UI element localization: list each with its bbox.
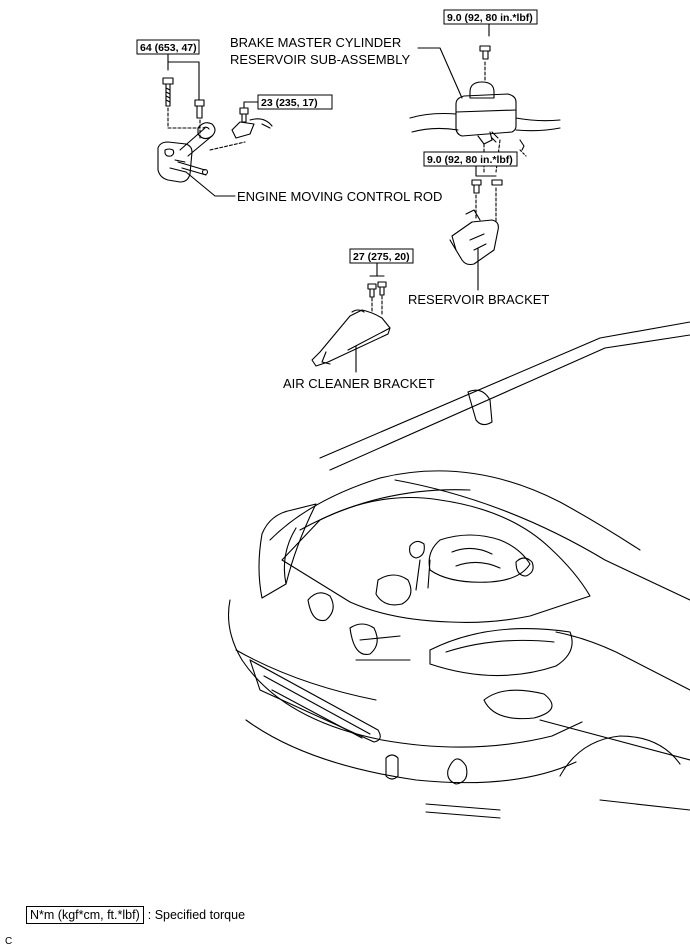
torque-box-rod-bolt: 64 (653, 47) (136, 39, 200, 55)
torque-value-reservoir-bracket: 9.0 (92, 80 in.*lbf) (427, 154, 513, 166)
legend-text: : Specified torque (147, 908, 246, 922)
brake-reservoir-label-line2: RESERVOIR SUB-ASSEMBLY (230, 52, 410, 67)
engine-moving-control-rod-part (157, 53, 273, 197)
torque-legend: N*m (kgf*cm, ft.*lbf) : Specified torque (26, 904, 245, 926)
vehicle-outline (227, 321, 690, 819)
brake-reservoir-label-line1: BRAKE MASTER CYLINDER (230, 35, 401, 50)
reservoir-bracket-label: RESERVOIR BRACKET (408, 292, 549, 307)
brake-reservoir-part (409, 23, 561, 173)
engine-moving-control-rod-label: ENGINE MOVING CONTROL ROD (237, 189, 442, 204)
torque-box-rod-small: 23 (235, 17) (257, 94, 333, 110)
torque-value-rod-small: 23 (235, 17) (261, 97, 318, 109)
air-cleaner-bracket-part (311, 262, 391, 373)
torque-box-reservoir-top: 9.0 (92, 80 in.*lbf) (443, 9, 538, 25)
torque-value-air-cleaner: 27 (275, 20) (353, 251, 410, 263)
reservoir-bracket-part (449, 165, 503, 291)
torque-value-reservoir-top: 9.0 (92, 80 in.*lbf) (447, 12, 533, 24)
torque-value-rod-bolt: 64 (653, 47) (140, 42, 197, 54)
air-cleaner-bracket-label: AIR CLEANER BRACKET (283, 376, 435, 391)
legend-unit-box: N*m (kgf*cm, ft.*lbf) (26, 906, 144, 924)
figure-code: C (5, 936, 13, 947)
torque-box-reservoir-bracket: 9.0 (92, 80 in.*lbf) (423, 151, 518, 167)
torque-box-air-cleaner: 27 (275, 20) (349, 248, 414, 264)
